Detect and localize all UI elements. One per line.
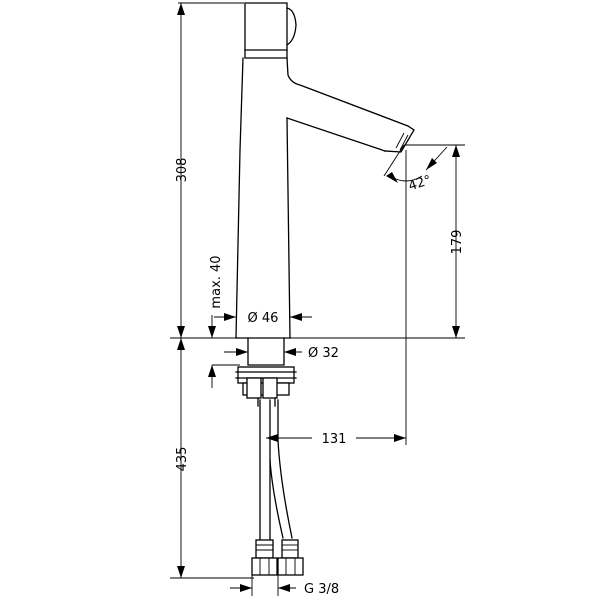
dim-131: 131 [322,432,347,447]
mounting-assembly [235,337,297,407]
dim-max-40: max. 40 [209,255,224,308]
dim-thread: G 3/8 [304,582,339,597]
dim-diameter-32: Ø 32 [308,346,339,361]
dim-179: 179 [450,230,465,255]
dimension-lines [170,2,465,596]
dimension-labels: 308 435 179 max. 40 Ø 46 Ø 32 131 G 3/8 … [175,158,465,597]
dim-435: 435 [175,447,190,472]
dim-diameter-46: Ø 46 [248,311,279,326]
supply-hoses [251,399,304,576]
dim-308: 308 [175,158,190,183]
dim-angle-42: 42° [407,173,434,194]
